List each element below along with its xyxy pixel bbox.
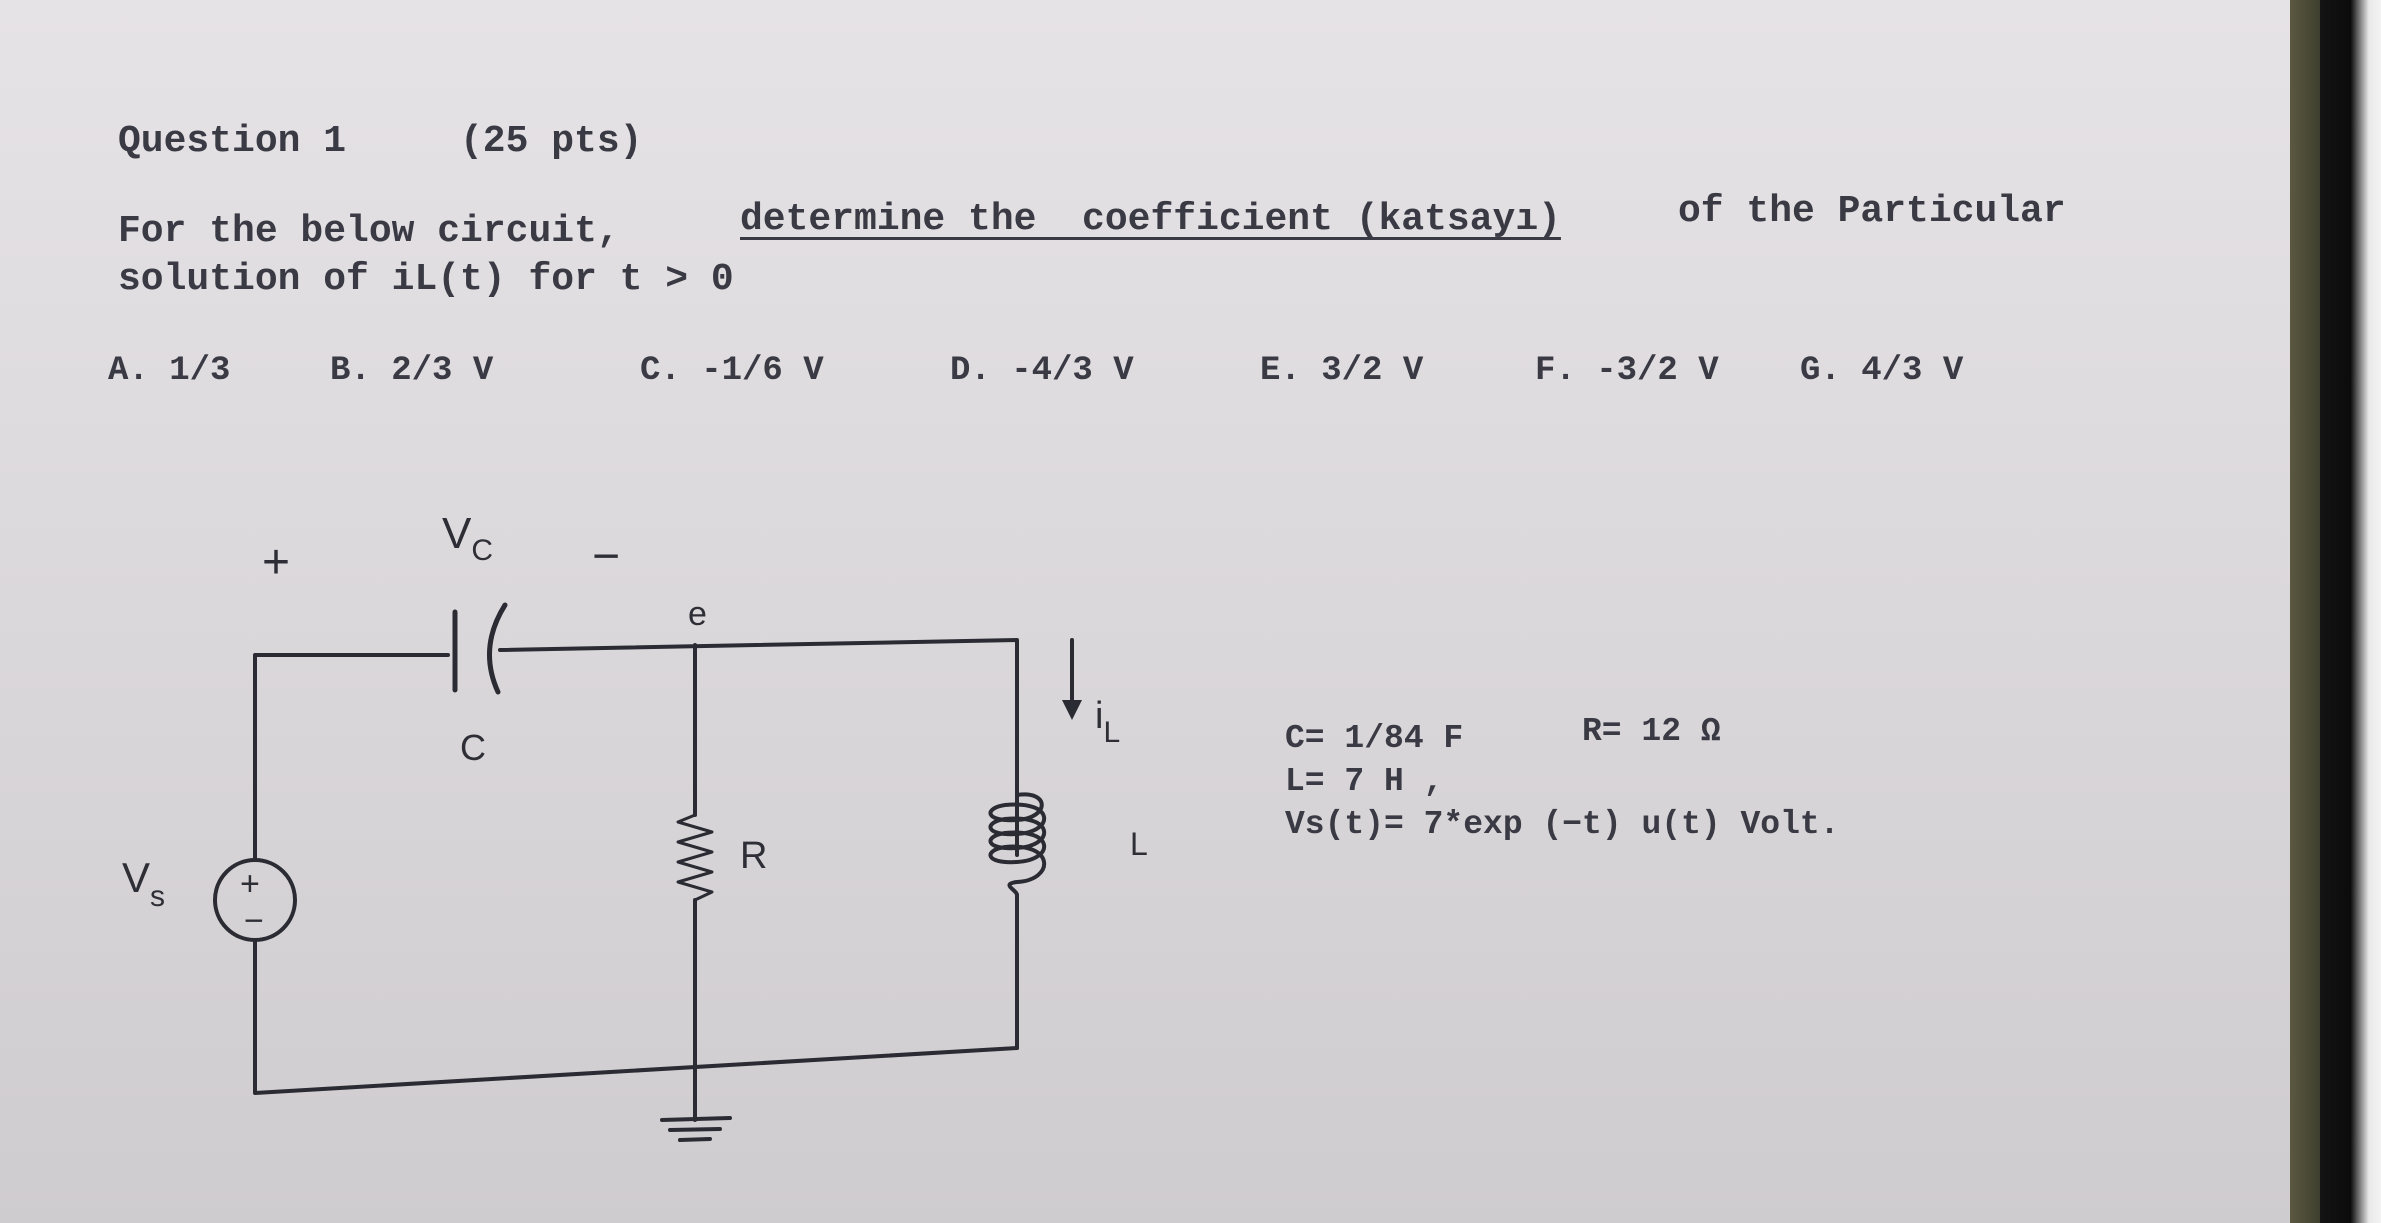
resistor-label: R	[740, 835, 767, 877]
prompt-line2: solution of iL(t) for t > 0	[118, 258, 734, 301]
vs-label: Vs	[122, 854, 165, 913]
question-heading: Question 1	[118, 120, 347, 163]
prompt-part2: of the Particular	[1678, 190, 2066, 233]
resistor-zigzag	[676, 813, 714, 902]
choice-g: G. 4/3 V	[1800, 352, 1964, 390]
il-label: iL	[1095, 695, 1120, 749]
screen-edge	[2320, 0, 2381, 1223]
vc-plus-label: +	[262, 536, 290, 589]
capacitor-label: C	[460, 727, 486, 768]
capacitance-value: C= 1/84 F	[1285, 720, 1464, 757]
node-e-label: e	[688, 595, 707, 633]
prompt-part1: For the below circuit,	[118, 210, 620, 253]
wire-top-left	[253, 653, 450, 862]
inductor-label: L	[1130, 826, 1148, 862]
voltage-source	[213, 858, 297, 942]
paper-sheet	[0, 0, 2290, 1223]
wire-bottom	[253, 938, 1019, 1095]
source-voltage-value: Vs(t)= 7*exp (−t) u(t) Volt.	[1285, 806, 1840, 843]
inductance-value: L= 7 H ,	[1285, 763, 1444, 800]
source-plus-label: +	[240, 865, 260, 903]
wire-top-right	[498, 638, 1019, 857]
capacitor-plate-curved	[487, 602, 508, 695]
question-points: (25 pts)	[460, 120, 643, 163]
prompt-underlined: determine the coefficient (katsayı)	[740, 198, 1561, 241]
vc-minus-label: −	[592, 530, 620, 583]
ground-line-2	[668, 1127, 722, 1132]
resistance-value: R= 12 Ω	[1582, 713, 1721, 750]
choice-c: C. -1/6 V	[640, 352, 824, 390]
choice-d: D. -4/3 V	[950, 352, 1134, 390]
choice-b: B. 2/3 V	[330, 352, 494, 390]
choice-e: E. 3/2 V	[1260, 352, 1424, 390]
current-arrow-head	[1062, 700, 1082, 720]
source-minus-label: −	[244, 902, 264, 940]
inductor-coil	[988, 792, 1047, 897]
choice-a: A. 1/3	[108, 352, 231, 390]
ground-line-3	[678, 1137, 712, 1142]
vc-label: VC	[442, 509, 493, 567]
choice-f: F. -3/2 V	[1535, 352, 1719, 390]
